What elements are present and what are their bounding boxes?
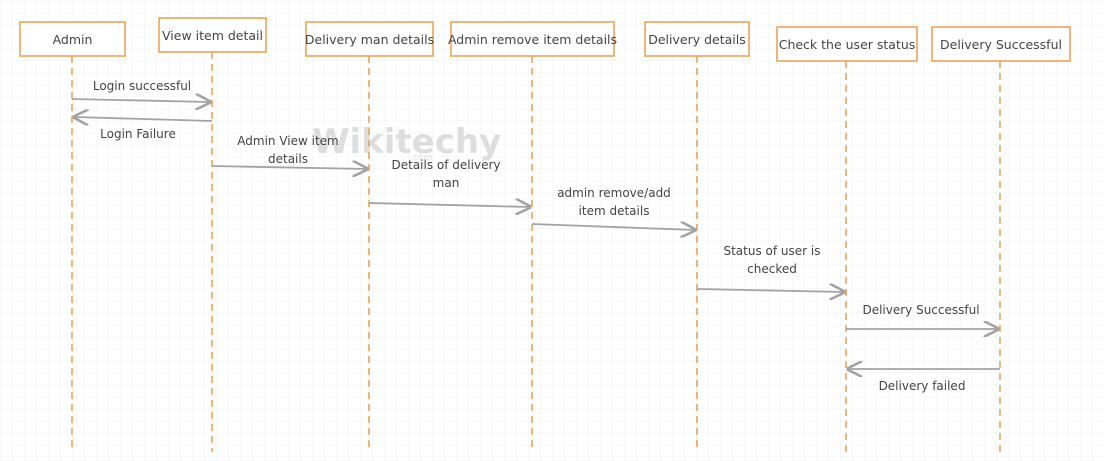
message-arrow-status-of-user-checked [696,289,844,292]
actor-box-check-status [776,26,918,62]
watermark-sub-text: .com [410,153,432,163]
wikitechy-watermark: Wikitechy .com [312,122,501,163]
message-admin-view-item-details: Admin View item details [211,134,367,169]
actor-box-admin [19,21,126,57]
message-label-line: man [433,176,460,190]
actor-box-delivery-man [305,21,434,57]
actors: Admin View item detail Delivery man detail… [19,17,1071,62]
actor-delivery-details: Delivery details [644,21,750,57]
message-label-login-failure: Login Failure [100,127,176,141]
message-label-admin-remove-add-item-details: admin remove/add item details [557,186,671,218]
actor-box-delivery-details [644,21,750,57]
message-arrow-admin-remove-add-item-details [531,224,695,230]
actor-delivery-success: Delivery Successful [931,26,1071,62]
message-label-details-of-delivery-man: Details of delivery man [392,158,501,190]
message-label-line: admin remove/add [557,186,671,200]
message-label-line: details [268,152,308,166]
message-label-line: Delivery failed [879,379,966,393]
actor-label-delivery-man: Delivery man details [305,32,434,47]
message-arrow-admin-view-item-details [211,166,367,169]
message-label-status-of-user-checked: Status of user is checked [723,244,820,276]
message-label-line: checked [747,262,797,276]
actor-admin: Admin [19,21,126,57]
message-details-of-delivery-man: Details of delivery man [368,158,530,207]
message-label-line: Status of user is [723,244,820,258]
message-arrow-login-failure [74,117,213,121]
message-label-admin-view-item-details: Admin View item details [237,134,338,166]
message-label-login-successful: Login successful [93,79,191,93]
message-label-line: Delivery Successful [862,303,979,317]
actor-label-delivery-success: Delivery Successful [940,37,1062,52]
message-label-line: Admin View item [237,134,338,148]
message-status-of-user-checked: Status of user is checked [696,244,844,292]
actor-view-item: View item detail [158,17,267,53]
actor-label-admin: Admin [53,32,93,47]
message-label-line: Login successful [93,79,191,93]
message-label-line: Login Failure [100,127,176,141]
message-delivery-failed: Delivery failed [848,369,1000,393]
lifelines [71,52,1001,452]
watermark-logo-text: Wikitechy [312,122,501,162]
message-label-delivery-successful-msg: Delivery Successful [862,303,979,317]
actor-label-delivery-details: Delivery details [648,32,746,47]
message-arrow-details-of-delivery-man [368,203,530,207]
message-label-line: item details [579,204,650,218]
actor-check-status: Check the user status [776,26,918,62]
actor-label-view-item: View item detail [162,28,263,43]
actor-delivery-man: Delivery man details [305,21,434,57]
actor-label-check-status: Check the user status [779,37,916,52]
actor-admin-remove: Admin remove item details [448,21,617,57]
actor-box-admin-remove [450,21,615,57]
message-label-line: Details of delivery [392,158,501,172]
message-label-delivery-failed: Delivery failed [879,379,966,393]
actor-box-delivery-success [931,26,1071,62]
message-arrow-login-successful [71,99,210,102]
actor-label-admin-remove: Admin remove item details [448,32,617,47]
message-delivery-successful-msg: Delivery Successful [846,303,998,329]
message-admin-remove-add-item-details: admin remove/add item details [531,186,695,230]
message-login-successful: Login successful [71,79,210,102]
message-login-failure: Login Failure [74,117,213,141]
actor-box-view-item [158,17,267,53]
